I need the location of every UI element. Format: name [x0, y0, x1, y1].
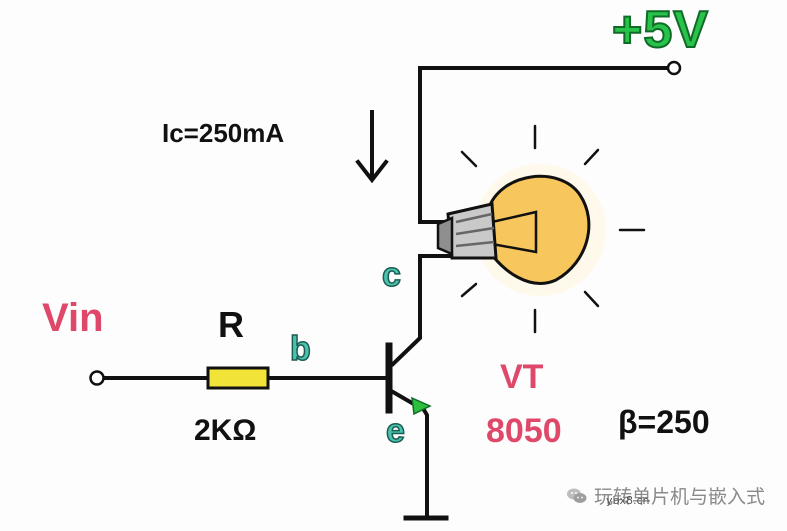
emitter-pin-label: e: [385, 411, 405, 451]
input-voltage-label: Vin: [42, 296, 104, 340]
resistor-value-label: 2KΩ: [194, 414, 257, 447]
beta-label: β=250: [618, 404, 710, 440]
wechat-icon: [567, 488, 587, 503]
lamp-filament: [491, 210, 538, 254]
lamp-base: [436, 202, 498, 260]
lamp-rays: [460, 124, 646, 334]
watermark-subtext: ybx8.cn: [606, 494, 650, 507]
resistor: [206, 366, 270, 390]
transistor-part-label: 8050: [486, 412, 562, 450]
collector-current-label: Ic=250mA: [162, 118, 285, 148]
lamp-bulb: [486, 174, 591, 285]
collector-pin-label: c: [381, 255, 401, 295]
watermark-text: 玩转单片机与嵌入式: [594, 486, 766, 508]
emitter-wire: [390, 389, 429, 518]
resistor-name-label: R: [218, 304, 244, 345]
collector-wire: [390, 254, 454, 367]
supply-voltage-label: +5V: [611, 0, 709, 60]
current-arrow-head: [355, 159, 389, 184]
emitter-arrow-icon: [411, 396, 432, 416]
transistor-name-label: VT: [500, 358, 544, 396]
input-terminal: [89, 370, 105, 386]
supply-terminal: [666, 60, 682, 76]
watermark: 玩转单片机与嵌入式: [566, 482, 765, 509]
base-pin-label: b: [289, 329, 311, 369]
supply-wire: [418, 66, 673, 224]
